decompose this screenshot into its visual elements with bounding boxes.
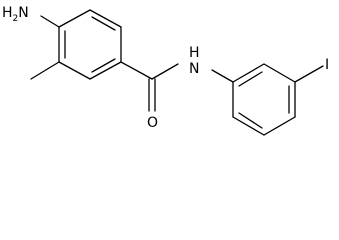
amine-subscript: 2 bbox=[13, 14, 19, 24]
amine-bond bbox=[40, 15, 60, 28]
methyl-bond bbox=[30, 61, 60, 80]
ring-b-bond-4 bbox=[263, 116, 296, 136]
ring-a-bond-1 bbox=[58, 9, 91, 28]
ring-a-double-1 bbox=[91, 16, 116, 31]
right-benzene-ring bbox=[232, 63, 296, 136]
amine-label: H2N bbox=[2, 5, 29, 24]
carbonyl-oxygen-label: O bbox=[147, 115, 158, 131]
iodine-label: I bbox=[325, 57, 329, 73]
ring-a-bond-2 bbox=[89, 9, 122, 28]
nh-to-ring-bond bbox=[211, 69, 234, 83]
carbonyl-to-nh-bond bbox=[151, 63, 179, 80]
ring-b-bond-2 bbox=[263, 63, 296, 83]
ring-b-bond-1 bbox=[232, 63, 265, 83]
left-benzene-ring bbox=[58, 9, 122, 80]
iodine-bond bbox=[294, 65, 324, 83]
amide-hydrogen-label: H bbox=[189, 45, 200, 61]
amide-nitrogen-label: N bbox=[189, 61, 199, 77]
ring-b-bond-5 bbox=[232, 116, 265, 136]
ring-to-carbonyl-bond bbox=[120, 61, 153, 80]
amine-h: H bbox=[2, 5, 13, 21]
ring-b-double-3 bbox=[238, 112, 263, 129]
amine-n: N bbox=[18, 5, 28, 21]
molecule-diagram: H2N N H O I bbox=[2, 5, 329, 136]
ring-a-double-2 bbox=[91, 58, 116, 73]
ring-a-bond-4 bbox=[89, 61, 122, 80]
ring-b-double-1 bbox=[238, 71, 263, 87]
ring-a-bond-5 bbox=[58, 61, 91, 80]
